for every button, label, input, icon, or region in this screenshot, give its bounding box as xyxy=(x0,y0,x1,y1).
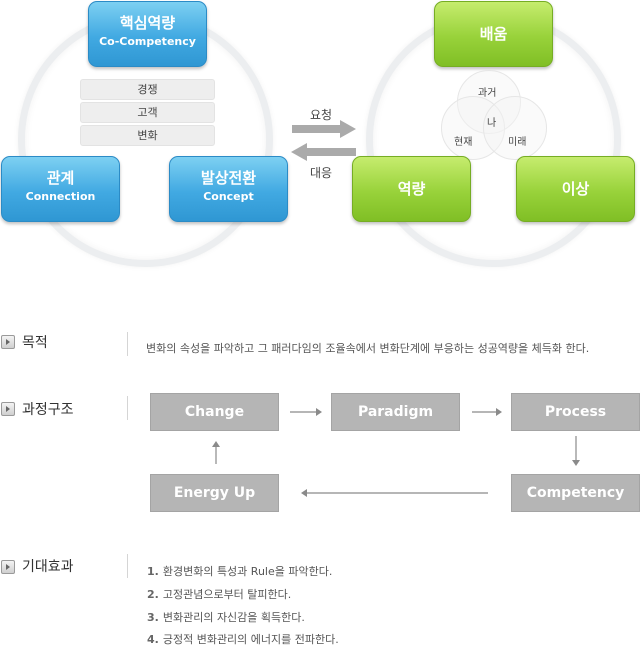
request-label: 요청 xyxy=(310,108,333,122)
effect-item: 3.변화관리의 자신감을 획득한다. xyxy=(147,609,305,625)
venn-me-label: 나 xyxy=(487,118,497,129)
venn-circle-future xyxy=(483,96,547,160)
purpose-bullet-icon xyxy=(1,335,15,349)
ideal-box: 이상 xyxy=(516,156,635,222)
right-arrow-icon xyxy=(292,120,356,138)
core-competency-english: Co-Competency xyxy=(99,35,196,48)
left-arrow-icon xyxy=(291,143,356,161)
purpose-title: 목적 xyxy=(22,335,48,351)
item-customer: 고객 xyxy=(80,102,215,123)
core-competency-korean: 핵심역량 xyxy=(119,14,176,32)
concept-box: 발상전환 Concept xyxy=(169,156,288,222)
item-competition: 경쟁 xyxy=(80,79,215,100)
effect-num: 4. xyxy=(147,633,159,646)
core-competency-box: 핵심역량 Co-Competency xyxy=(88,1,207,67)
step-energy-up: Energy Up xyxy=(150,474,279,512)
effect-text: 긍정적 변화관리의 에너지를 전파한다. xyxy=(162,633,339,646)
connection-box: 관계 Connection xyxy=(1,156,120,222)
effect-text: 환경변화의 특성과 Rule을 파악한다. xyxy=(162,565,333,578)
concept-korean: 발상전환 xyxy=(200,169,257,187)
effect-num: 1. xyxy=(147,565,159,578)
connection-korean: 관계 xyxy=(46,169,75,187)
venn-future-label: 미래 xyxy=(508,137,527,148)
learning-box: 배움 xyxy=(434,1,553,67)
effect-text: 고정관념으로부터 탈피한다. xyxy=(162,588,292,601)
effects-title: 기대효과 xyxy=(22,559,74,575)
purpose-divider xyxy=(127,332,128,356)
effects-divider xyxy=(127,554,128,578)
effect-item: 2.고정관념으로부터 탈피한다. xyxy=(147,586,291,602)
process-bullet-icon xyxy=(1,402,15,416)
step-competency: Competency xyxy=(511,474,640,512)
item-change: 변화 xyxy=(80,125,215,146)
effect-text: 변화관리의 자신감을 획득한다. xyxy=(162,611,305,624)
effect-num: 3. xyxy=(147,611,159,624)
venn-present-label: 현재 xyxy=(454,137,473,148)
effect-item: 1.환경변화의 특성과 Rule을 파악한다. xyxy=(147,563,332,579)
competency-box: 역량 xyxy=(352,156,471,222)
effect-item: 4.긍정적 변화관리의 에너지를 전파한다. xyxy=(147,631,339,647)
connection-english: Connection xyxy=(25,190,96,203)
process-title: 과정구조 xyxy=(22,402,74,418)
effects-bullet-icon xyxy=(1,560,15,574)
purpose-text: 변화의 속성을 파악하고 그 패러다임의 조율속에서 변화단계에 부응하는 성공… xyxy=(146,342,590,355)
step-process: Process xyxy=(511,393,640,431)
venn-past-label: 과거 xyxy=(478,88,497,99)
response-label: 대응 xyxy=(310,166,333,180)
step-change: Change xyxy=(150,393,279,431)
concept-english: Concept xyxy=(203,190,254,203)
process-divider xyxy=(127,396,128,420)
effect-num: 2. xyxy=(147,588,159,601)
step-paradigm: Paradigm xyxy=(331,393,460,431)
